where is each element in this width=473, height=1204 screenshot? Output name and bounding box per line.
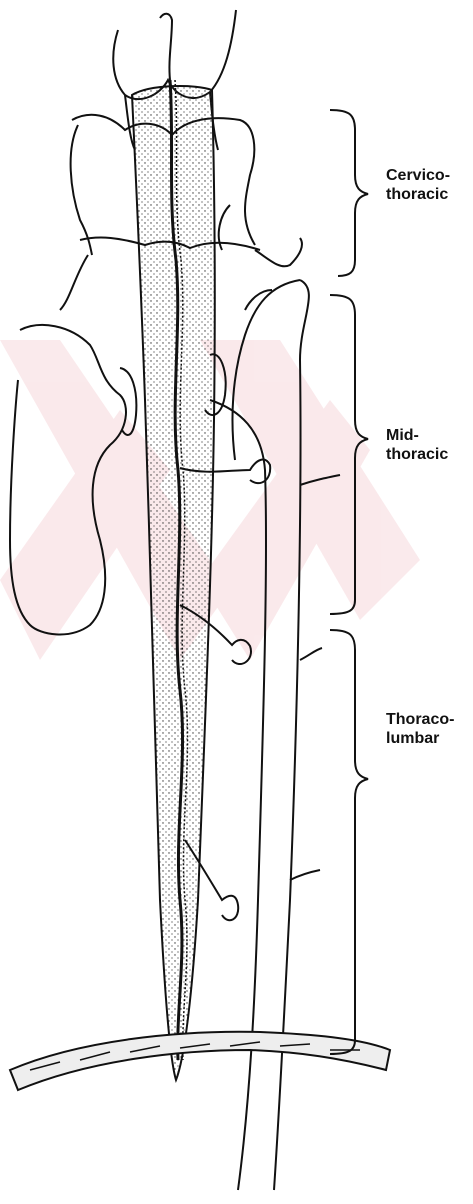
region-label-line: thoracic [386,185,450,204]
region-label-line: Cervico- [386,166,450,185]
bracket-thoracolumbar [330,630,368,1054]
region-label-line: Mid- [386,426,448,445]
diaphragm [10,1032,390,1090]
region-label-line: thoracic [386,445,448,464]
region-label-cervicothoracic: Cervico- thoracic [386,166,450,204]
bracket-cervicothoracic [330,110,368,276]
region-label-midthoracic: Mid- thoracic [386,426,448,464]
region-label-thoracolumbar: Thoraco- lumbar [386,710,454,748]
region-label-line: Thoraco- [386,710,454,729]
region-label-line: lumbar [386,729,454,748]
